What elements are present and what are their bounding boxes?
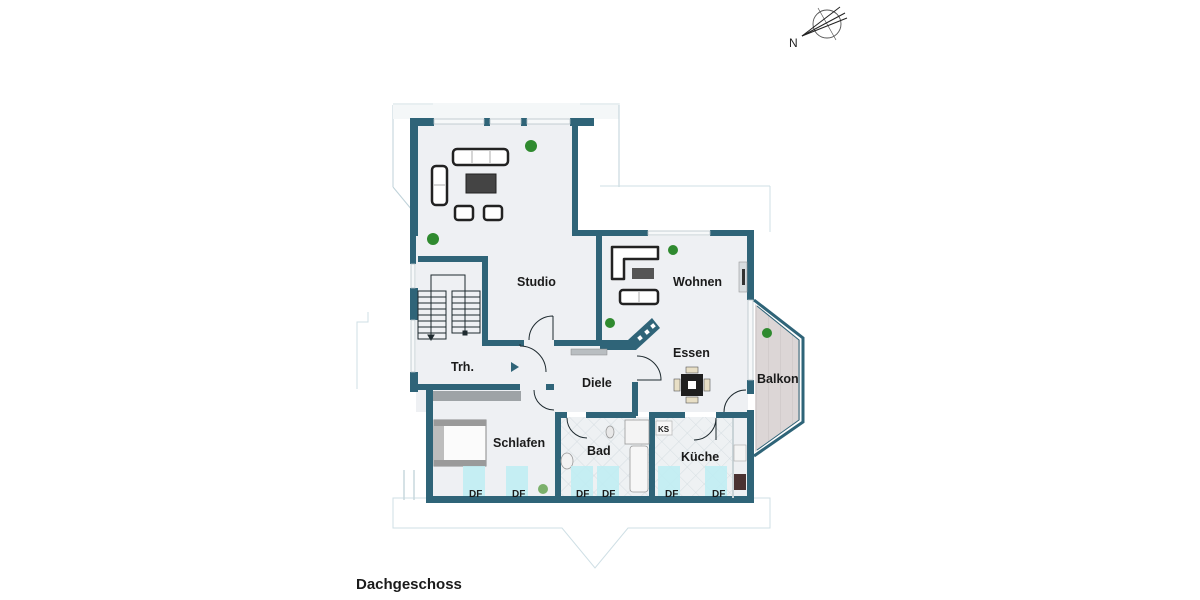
skylight-label: DF <box>712 489 725 500</box>
diele-shelf <box>570 348 608 356</box>
roof-left-top <box>392 103 413 211</box>
staircase <box>417 274 481 341</box>
floor-fills <box>416 124 800 498</box>
studio-furniture <box>430 147 510 222</box>
roof-top-wohnen <box>600 185 771 232</box>
wardrobe <box>433 391 521 401</box>
plant-icon <box>762 328 772 338</box>
wohnen-furniture <box>610 245 748 306</box>
plant-icon <box>605 318 615 328</box>
skylight-label: DF <box>602 489 615 500</box>
floor-title: Dachgeschoss <box>356 576 462 593</box>
entrance-arrow-icon <box>511 362 519 372</box>
room-label-treppenhaus: Trh. <box>451 360 474 374</box>
skylights <box>463 466 727 496</box>
skylight-labels: DF DF DF DF DF DF <box>469 489 725 500</box>
room-label-diele: Diele <box>582 376 612 390</box>
room-labels: Studio Wohnen Essen Trh. Diele Balkon Sc… <box>451 275 799 464</box>
kitchen-fixtures <box>655 420 747 490</box>
plant-icon <box>668 245 678 255</box>
doors <box>519 315 747 441</box>
roof-left-bottom <box>403 470 415 500</box>
windows <box>410 118 754 381</box>
roof-bottom <box>392 497 771 569</box>
bed <box>433 419 487 467</box>
roof-left-stair <box>356 312 410 389</box>
dining-table <box>673 366 711 404</box>
room-label-essen: Essen <box>673 346 710 360</box>
plants <box>427 140 772 494</box>
skylight-label: DF <box>512 489 525 500</box>
room-label-wohnen: Wohnen <box>673 275 722 289</box>
roof-top-studio <box>393 103 620 119</box>
compass-icon: N <box>789 6 848 50</box>
balcony-railing <box>753 298 805 458</box>
walls <box>410 118 754 503</box>
room-label-bad: Bad <box>587 444 611 458</box>
plant-icon <box>538 484 548 494</box>
room-label-studio: Studio <box>517 275 556 289</box>
compass-north-label: N <box>789 36 798 50</box>
skylight-label: DF <box>576 489 589 500</box>
roof-overhang <box>356 103 771 569</box>
skylight-label: DF <box>469 489 482 500</box>
glass-blocks <box>637 323 656 341</box>
room-label-balkon: Balkon <box>757 372 799 386</box>
plant-icon <box>427 233 439 245</box>
plant-icon <box>525 140 537 152</box>
fridge-label: KS <box>658 425 670 434</box>
bath-fixtures <box>560 419 650 493</box>
skylight-label: DF <box>665 489 678 500</box>
room-label-kueche: Küche <box>681 450 719 464</box>
room-label-schlafen: Schlafen <box>493 436 545 450</box>
